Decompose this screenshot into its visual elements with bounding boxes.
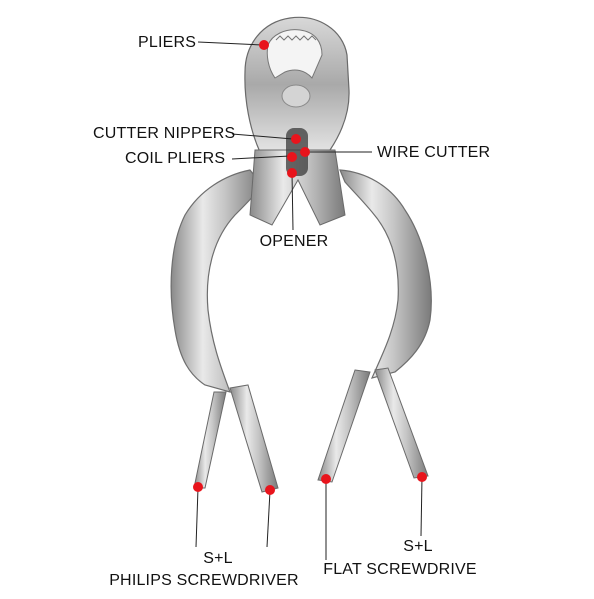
leader-pliers [197,41,263,46]
jaw-gap [266,29,323,79]
label-flat-line1: S+L [403,538,433,555]
jaw-teeth [275,35,317,41]
label-pliers: PLIERS [138,34,197,51]
marker-wire-cutter [300,147,310,157]
label-cutter-nippers: CUTTER NIPPERS [93,125,236,142]
marker-pliers [259,40,269,50]
pivot-rivet [281,84,311,108]
label-wire-cutter: WIRE CUTTER [377,144,491,161]
leader-cutter-nippers [231,133,294,140]
leader-flat-right [420,476,423,537]
marker-flat-left [321,474,331,484]
right-handle [339,169,432,379]
label-flat-line2: FLAT SCREWDRIVE [323,561,477,578]
philips-blade-left [193,391,227,489]
marker-opener [287,168,297,178]
philips-blade-right [229,384,279,493]
marker-cutter-nippers [291,134,301,144]
marker-philips-left [193,482,203,492]
leader-lines [195,41,423,560]
leader-philips-right [266,490,271,548]
left-handle [170,169,263,393]
flat-blade-left [317,369,371,483]
label-philips-line1: S+L [203,550,233,567]
leader-opener [291,172,294,231]
marker-flat-right [417,472,427,482]
leader-philips-left [195,487,199,548]
markers [193,40,427,495]
flat-blade-right [374,367,429,479]
cutter-block [249,149,346,226]
marker-coil-pliers [287,152,297,162]
marker-philips-right [265,485,275,495]
label-philips-line2: PHILIPS SCREWDRIVER [109,572,299,589]
leader-coil-pliers [231,155,291,160]
label-coil-pliers: COIL PLIERS [125,150,226,167]
label-opener: OPENER [259,233,329,250]
